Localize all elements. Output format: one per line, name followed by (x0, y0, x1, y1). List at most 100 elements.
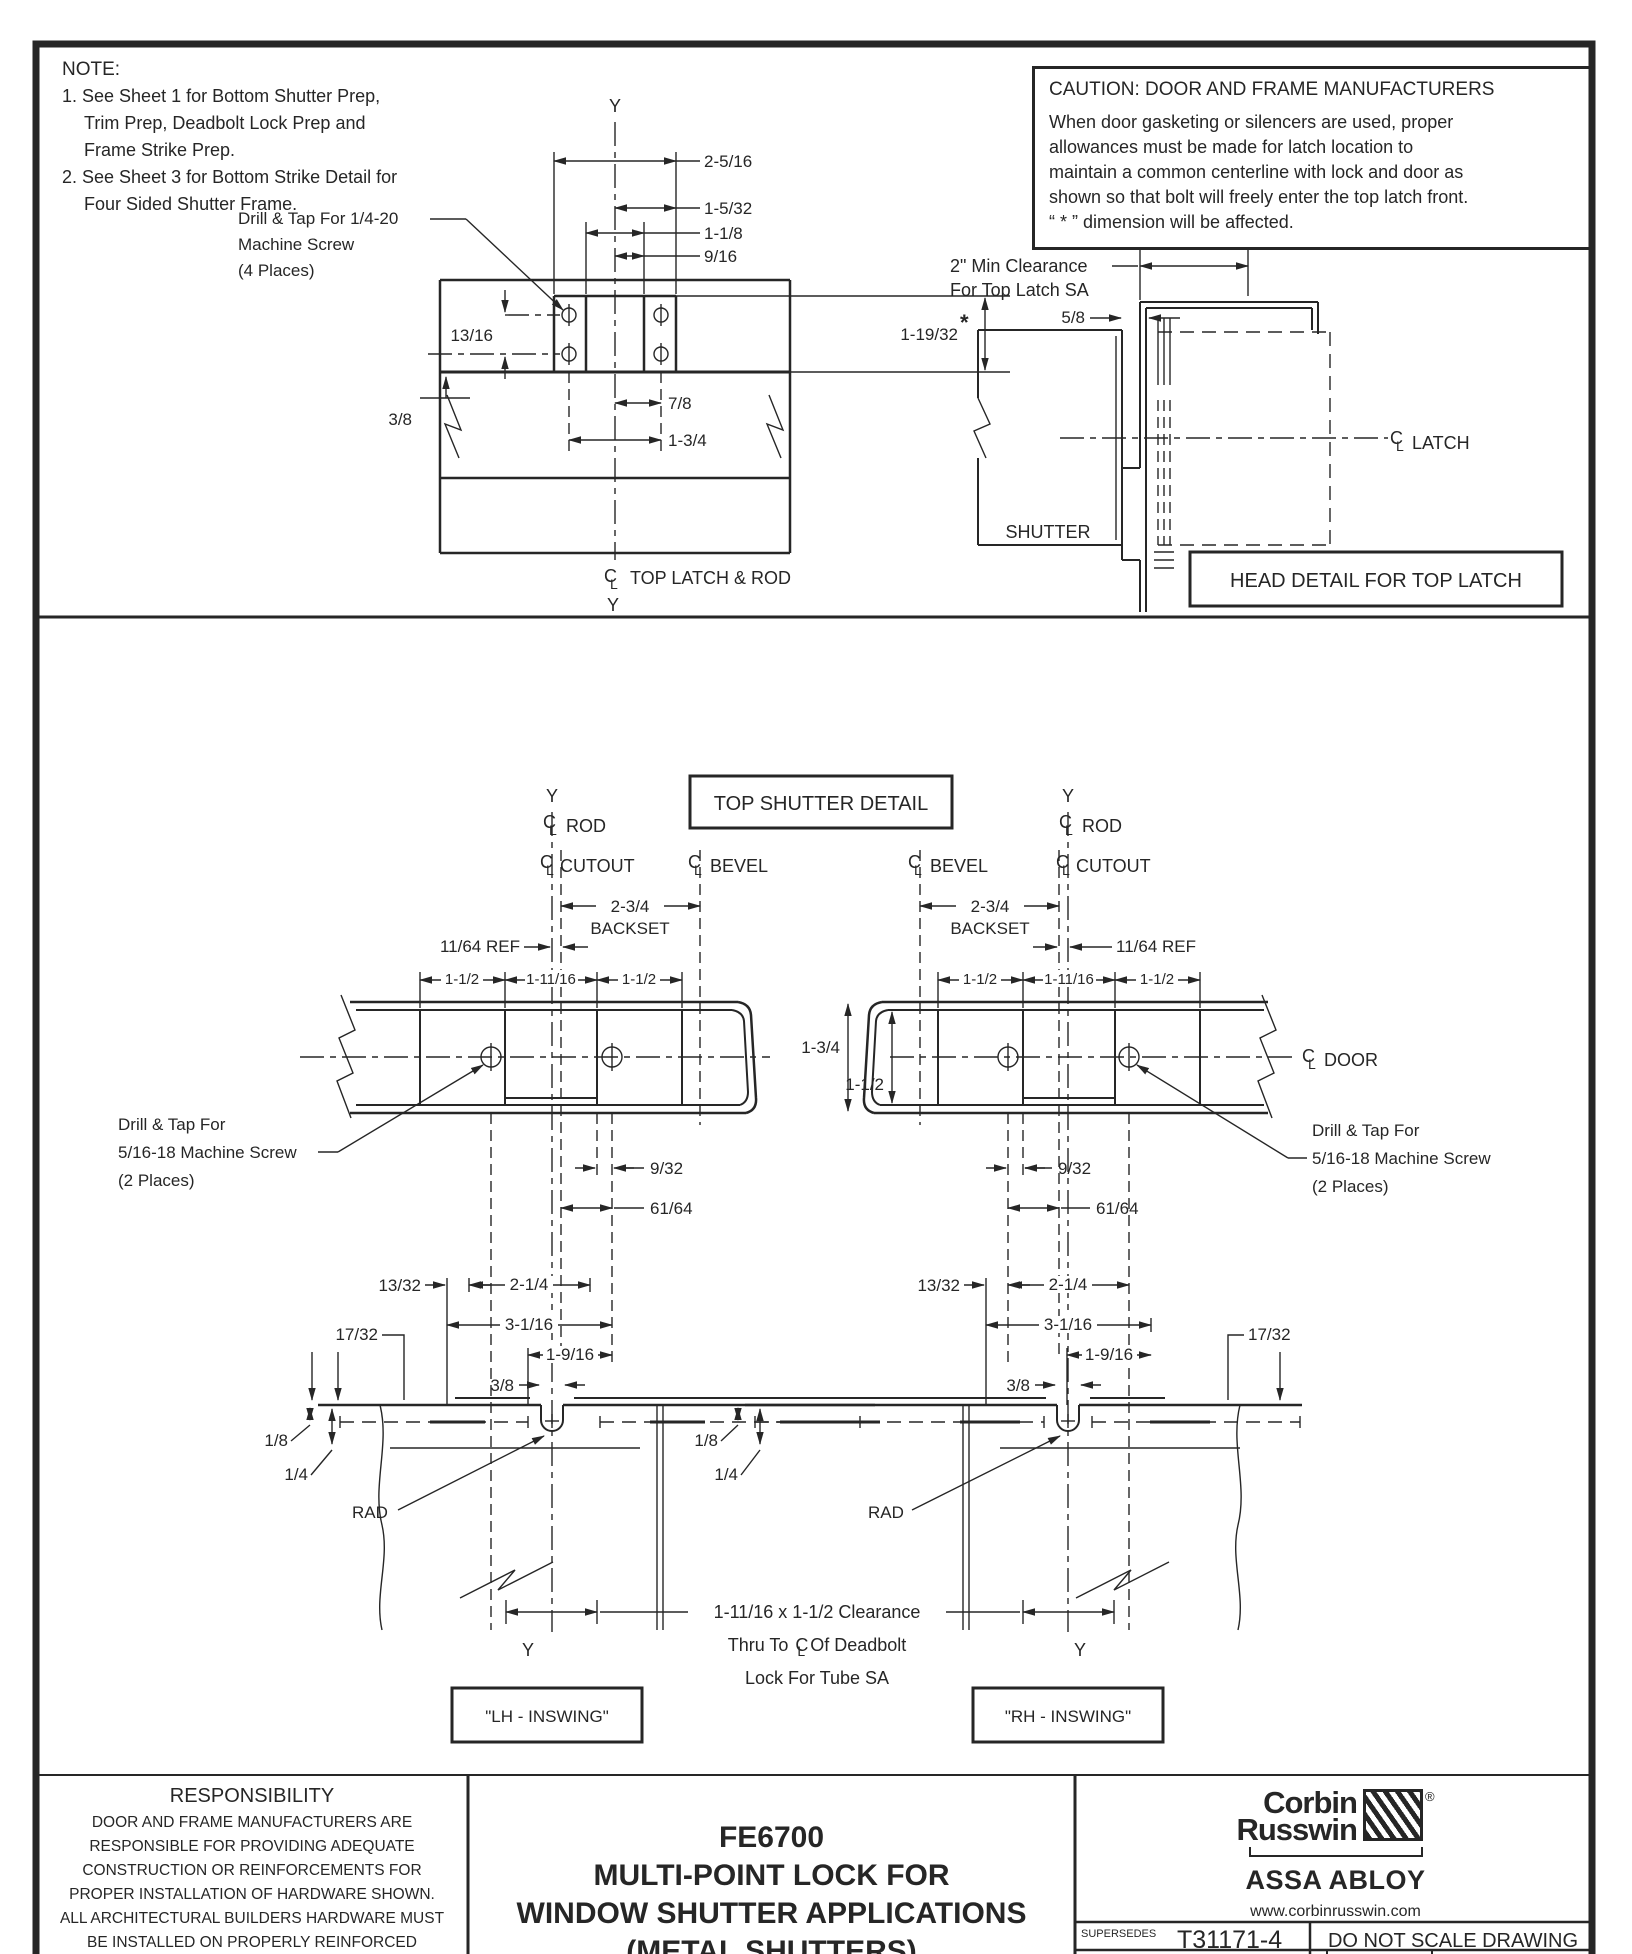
caution-line: maintain a common centerline with lock a… (1049, 162, 1464, 182)
rad-label: RAD (868, 1503, 904, 1522)
dim-bay: 1-11/16 (526, 971, 576, 988)
latch-rod (1154, 318, 1174, 569)
callout-line: Machine Screw (238, 235, 355, 254)
dim-13-16: 13/16 (450, 326, 493, 345)
svg-text:2-3/4: 2-3/4 (971, 897, 1010, 916)
break-symbol (1257, 994, 1277, 1119)
responsibility-line: RESPONSIBLE FOR PROVIDING ADEQUATE (89, 1838, 415, 1855)
dim-1-5-32: 1-5/32 (704, 199, 752, 218)
detail-title: TOP SHUTTER DETAIL (714, 793, 928, 815)
rh-name-box (971, 1686, 1165, 1744)
registered-mark: ® (1424, 1789, 1435, 1804)
responsibility-line: CONSTRUCTION OR REINFORCEMENTS FOR (82, 1862, 422, 1879)
rh-lock-body: RAD (745, 1397, 1302, 1631)
logo-bracket (1248, 1847, 1423, 1857)
lh-inswing-drawing: Y C L ROD C L CUTOUT C L BEVEL 2-3/4 BAC… (118, 786, 875, 1744)
svg-text:1-11/16 x 1-1/2 Clearance: 1-11/16 x 1-1/2 Clearance (714, 1602, 921, 1622)
svg-text:L: L (1062, 862, 1070, 878)
title-line: (METAL SHUTTERS) (626, 1935, 917, 1954)
no-scale-cell: DO NOT SCALE DRAWING (1327, 1930, 1579, 1952)
caution-box: CAUTION: DOOR AND FRAME MANUFACTURERS Wh… (1032, 66, 1594, 250)
svg-text:Lock For Tube SA: Lock For Tube SA (745, 1668, 889, 1688)
responsibility-title: RESPONSIBILITY (169, 1785, 335, 1807)
lh-channel (300, 994, 770, 1119)
svg-text:L: L (546, 862, 554, 878)
centerline-icon: L (1396, 438, 1404, 454)
svg-text:C: C (1056, 852, 1069, 872)
responsibility-line: PROPER INSTALLATION OF HARDWARE SHOWN. (69, 1886, 435, 1903)
clearance-note: For Top Latch SA (950, 280, 1089, 300)
y-label: Y (1062, 786, 1074, 806)
svg-text:1/8: 1/8 (694, 1431, 718, 1450)
dim-61-64: 61/64 (650, 1199, 693, 1218)
svg-text:C: C (908, 852, 921, 872)
svg-text:3-1/16: 3-1/16 (1044, 1315, 1092, 1334)
svg-text:(2 Places): (2 Places) (118, 1171, 195, 1190)
logo-word-corbin: Corbin (1263, 1785, 1358, 1820)
dim-backset-value: 2-3/4 (611, 897, 650, 916)
dim-bay: 1-1/2 (622, 971, 656, 988)
svg-text:2-1/4: 2-1/4 (1049, 1275, 1088, 1294)
cl-rod-label: ROD (566, 816, 606, 836)
dim-11-64-ref: 11/64 REF (440, 937, 520, 956)
svg-text:1-11/16: 1-11/16 (1044, 971, 1094, 988)
svg-text:BACKSET: BACKSET (950, 919, 1029, 938)
drill-tap-callout-rh: Drill & Tap For 5/16-18 Machine Screw (2… (1136, 1064, 1491, 1196)
svg-text:9/32: 9/32 (1058, 1159, 1091, 1178)
responsibility-line: DOOR AND FRAME MANUFACTURERS ARE (91, 1814, 413, 1831)
supersedes-number: T31171-4 (1177, 1926, 1283, 1954)
svg-text:Drill & Tap For: Drill & Tap For (118, 1115, 226, 1134)
rh-lower-dims: 13/32 2-1/4 3-1/16 1-9/16 3/8 17/32 1/8 (694, 1275, 1290, 1484)
logo-word-russwin: Russwin (1236, 1812, 1357, 1847)
svg-text:C: C (543, 812, 556, 832)
note-line: Four Sided Shutter Frame. (84, 194, 298, 214)
title-line: WINDOW SHUTTER APPLICATIONS (516, 1897, 1027, 1930)
callout-line: Drill & Tap For 1/4-20 (238, 209, 398, 228)
break-symbol (459, 1561, 554, 1599)
title-line: MULTI-POINT LOCK FOR (593, 1859, 950, 1892)
svg-text:(2 Places): (2 Places) (1312, 1177, 1389, 1196)
dim-9-32: 9/32 (650, 1159, 683, 1178)
lh-lower-dims: 13/32 2-1/4 3-1/16 1-9/16 3/8 17/32 1/8 (264, 1275, 613, 1484)
head-detail-title: HEAD DETAIL FOR TOP LATCH (1230, 570, 1522, 592)
manufacturer-block: Corbin Russwin ® ASSA ABLOY www.corbinru… (1077, 1775, 1594, 1921)
top-dimensions: 2-5/16 1-5/32 1-1/8 9/16 13/16 3/8 1-19/… (388, 152, 1010, 450)
svg-text:L: L (1065, 822, 1073, 838)
dim-1-3-4-height: 1-3/4 (801, 1038, 840, 1057)
cl-bevel-label: BEVEL (710, 856, 768, 876)
dim-2-5-16: 2-5/16 (704, 152, 752, 171)
head-detail-drawing: 2" Min Clearance For Top Latch SA 5/8 (950, 250, 1564, 612)
dim-9-16: 9/16 (704, 247, 737, 266)
dim-11-64-ref: 11/64 REF (1116, 937, 1196, 956)
svg-text:L: L (694, 862, 702, 878)
svg-text:1-1/2: 1-1/2 (963, 971, 997, 988)
svg-text:C: C (1302, 1046, 1315, 1066)
caution-line: shown so that bolt will freely enter the… (1049, 187, 1469, 207)
top-latch-cl-label: C L TOP LATCH & ROD Y (604, 566, 791, 615)
callout-line: (4 Places) (238, 261, 315, 280)
y-label-bottom: Y (522, 1640, 534, 1660)
svg-text:C: C (688, 852, 701, 872)
centerline-icon: L (610, 576, 618, 592)
rh-inswing-drawing: Y C L ROD C L CUTOUT C L BEVEL 2-3/4 BAC… (694, 786, 1491, 1744)
responsibility-line: ALL ARCHITECTURAL BUILDERS HARDWARE MUST (59, 1910, 445, 1927)
dim-3-1-16: 3-1/16 (505, 1315, 553, 1334)
head-detail-title-box (1188, 550, 1564, 608)
dim-1-3-4: 1-3/4 (668, 431, 707, 450)
y-label-bottom: Y (1074, 1640, 1086, 1660)
dim-17-32: 17/32 (1248, 1325, 1291, 1344)
dim-1-8: 1/8 (264, 1431, 288, 1450)
cl-rod-label: ROD (1082, 816, 1122, 836)
cl-cutout-label: CUTOUT (1076, 856, 1151, 876)
break-symbol (1075, 1561, 1170, 1599)
rh-channel (862, 994, 1295, 1119)
drawing-title-block: FE6700 MULTI-POINT LOCK FOR WINDOW SHUTT… (470, 1775, 1073, 1954)
svg-text:13/32: 13/32 (917, 1276, 960, 1295)
dim-5-8: 5/8 (1061, 308, 1085, 327)
svg-text:L: L (914, 862, 922, 878)
note-title: NOTE: (62, 59, 121, 80)
centerline-icon: C (604, 566, 617, 586)
